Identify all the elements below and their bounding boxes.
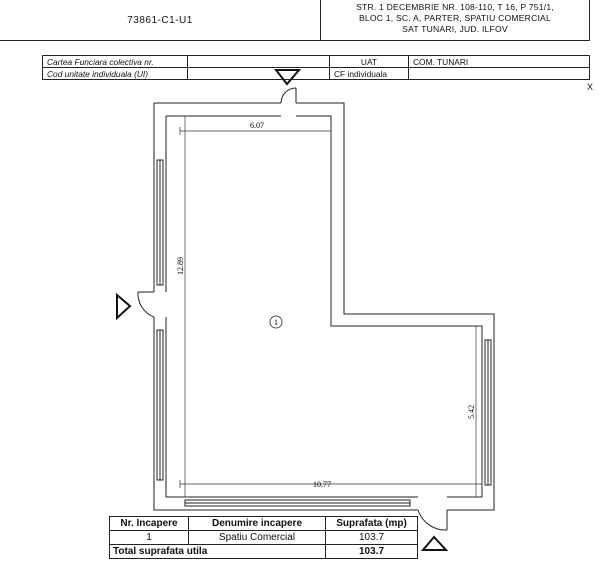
total-value: 103.7: [325, 544, 418, 559]
door-left: [137, 291, 155, 318]
address-block: STR. 1 DECEMBRIE NR. 108-110, T 16, P 75…: [321, 0, 590, 41]
room-marker-number: 1: [274, 318, 278, 327]
rooms-header-row: Nr. Incapere Denumire incapere Suprafata…: [109, 516, 418, 531]
door-top: [280, 87, 297, 104]
info-row-1: Cartea Funciara colectiva nr. UAT COM. T…: [42, 55, 590, 68]
total-row: Total suprafata utila 103.7: [109, 544, 418, 559]
dim-top-width: 6.07: [250, 121, 264, 130]
entrance-arrow-top: [273, 69, 302, 86]
cad-code: 73861-C1-U1: [127, 14, 193, 26]
dim-right-height: 5.42: [467, 405, 476, 419]
room-name: Spatiu Comercial: [188, 530, 326, 545]
inner-wall: [165, 115, 483, 498]
table-row: 1 Spatiu Comercial 103.7: [109, 530, 418, 545]
room-area: 103.7: [325, 530, 418, 545]
entrance-arrow-left: [116, 292, 132, 321]
room-marker-circle: [269, 315, 283, 329]
address-line-3: SAT TUNARI, JUD. ILFOV: [402, 24, 508, 34]
cad-code-cell: 73861-C1-U1: [0, 0, 321, 41]
dim-bottom-width: 10.77: [313, 480, 331, 489]
col-header-area: Suprafata (mp): [325, 516, 418, 531]
total-label: Total suprafata utila: [109, 544, 326, 559]
address-line-1: STR. 1 DECEMBRIE NR. 108-110, T 16, P 75…: [356, 2, 554, 12]
door-bottom: [417, 509, 448, 531]
corner-mark: X: [587, 82, 594, 92]
cf-label: CF individuala: [329, 67, 409, 80]
cf-value: [408, 67, 590, 80]
col-header-nr: Nr. Incapere: [109, 516, 189, 531]
dim-left-height: 12.89: [176, 257, 185, 275]
entrance-arrow-bottom: [420, 535, 449, 551]
room-nr: 1: [109, 530, 189, 545]
address-line-2: BLOC 1, SC. A, PARTER, SPATIU COMERCIAL: [359, 13, 551, 23]
rooms-table: Nr. Incapere Denumire incapere Suprafata…: [109, 516, 418, 559]
col-header-name: Denumire incapere: [188, 516, 326, 531]
outer-wall: [153, 102, 495, 511]
